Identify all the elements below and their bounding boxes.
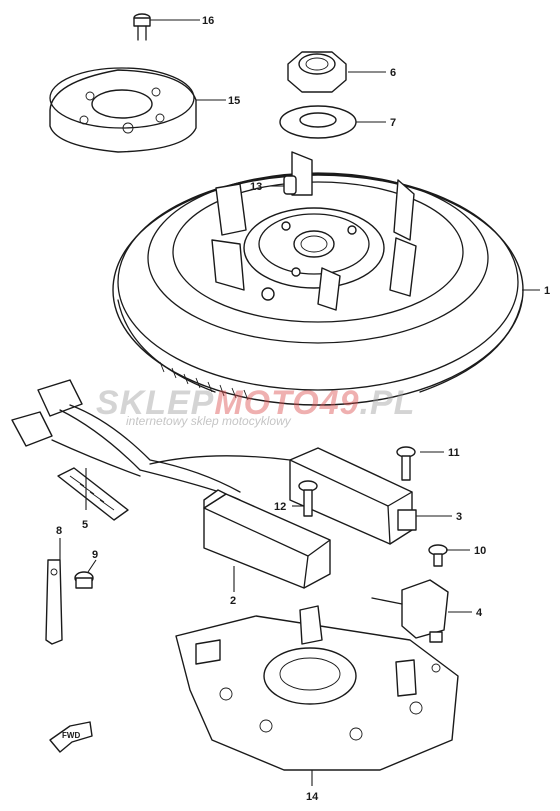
pulser-coil-3 — [289, 447, 417, 545]
callout-14: 14 — [306, 791, 319, 803]
callout-16: 16 — [202, 15, 214, 27]
callout-10: 10 — [474, 545, 486, 557]
leader-lines — [59, 19, 540, 786]
callout-15: 15 — [228, 95, 240, 107]
callout-3: 3 — [456, 511, 462, 523]
screw-10 — [428, 544, 448, 567]
callout-9: 9 — [92, 549, 98, 561]
screw-12 — [298, 480, 318, 517]
screw-11 — [396, 446, 416, 481]
callout-8: 8 — [56, 525, 62, 537]
callout-13: 13 — [250, 181, 262, 193]
callout-1: 1 — [544, 285, 550, 297]
callout-labels: 16 15 6 7 13 1 11 12 3 10 4 2 5 8 9 14 — [56, 15, 550, 803]
callout-2: 2 — [230, 595, 236, 607]
callout-12: 12 — [274, 501, 286, 513]
watermark-brand-accent: MOTO49 — [214, 384, 360, 422]
screw-16 — [133, 13, 151, 41]
callout-6: 6 — [390, 67, 396, 79]
nut-6 — [287, 51, 347, 93]
callout-11: 11 — [448, 447, 460, 459]
screw-9 — [74, 571, 94, 589]
callout-7: 7 — [390, 117, 396, 129]
watermark-logo: SKLEPMOTO49.PL — [96, 384, 415, 423]
watermark-tagline: internetowy sklep motocyklowy — [126, 414, 291, 428]
fwd-label: FWD — [62, 731, 80, 740]
forward-arrow-icon: FWD — [49, 721, 93, 753]
washer-7 — [279, 105, 357, 139]
sensor-4 — [371, 579, 449, 643]
watermark-brand-left: SKLEP — [96, 384, 215, 422]
charge-coil-2 — [203, 489, 331, 589]
callout-4: 4 — [476, 607, 483, 619]
callout-5: 5 — [82, 519, 88, 531]
watermark-brand-right: .PL — [359, 384, 416, 422]
sleeve-5 — [57, 467, 129, 521]
stator-base-14 — [175, 605, 459, 771]
flywheel-rotor — [112, 151, 524, 406]
key-13 — [283, 175, 297, 195]
rotor-cover — [49, 67, 197, 153]
lever-8 — [45, 559, 63, 645]
